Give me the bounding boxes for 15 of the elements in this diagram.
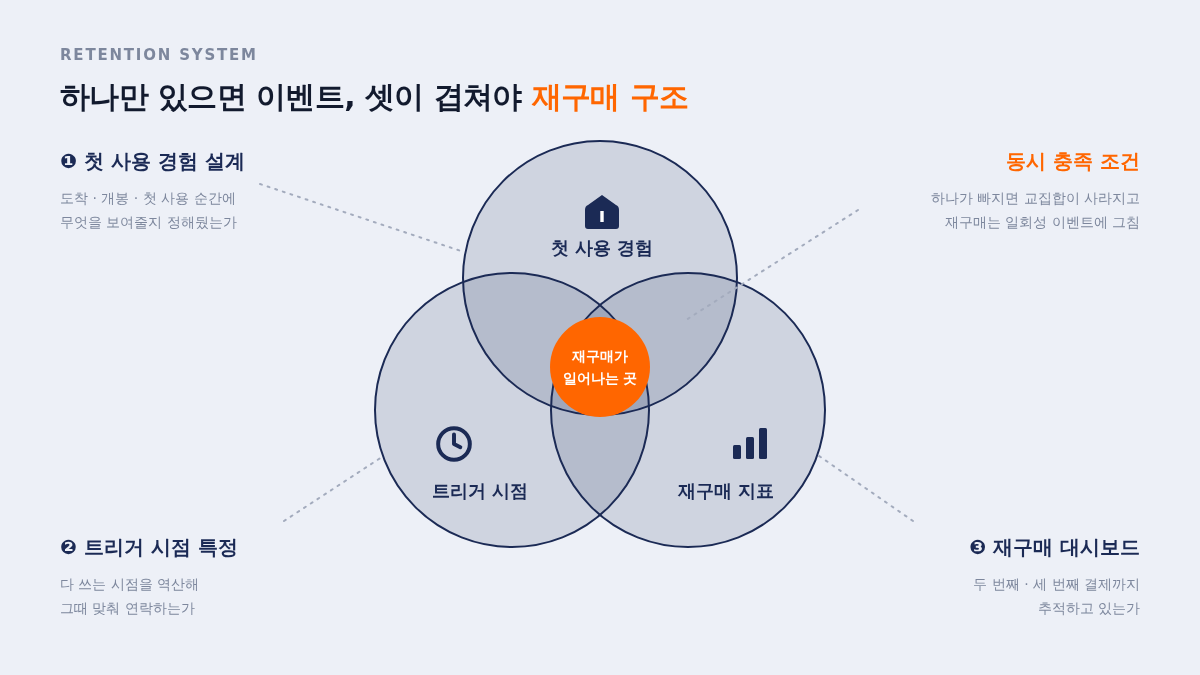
annotation-text: 다 쓰는 시점을 역산해 그때 맞춰 연락하는가 [60,575,201,618]
leader-line [817,454,914,522]
circle-label: 트리거 시점 [431,478,529,503]
annotation-text: 도착 · 개봉 · 첫 사용 순간에 무엇을 보여줄지 정해뒀는가 [60,189,238,232]
eyebrow-label: RETENTION SYSTEM [60,45,258,66]
circle-label: 첫 사용 경험 [550,235,654,260]
annotation-text: 두 번째 · 세 번째 결제까지 추적하고 있는가 [972,575,1140,618]
annotation-text: 하나가 빠지면 교집합이 사라지고 재구매는 일회성 이벤트에 그침 [929,189,1140,232]
annotation-heading: ❶ 첫 사용 경험 설계 [60,148,246,175]
annotation-heading: ❸ 재구매 대시보드 [968,534,1140,561]
title: 하나만 있으면 이벤트, 셋이 겹쳐야 재구매 구조 [60,78,689,116]
annotation-heading: 동시 충족 조건 [1005,148,1140,175]
circle-label: 재구매 지표 [677,478,775,503]
annotation-heading: ❷ 트리거 시점 특정 [60,534,239,561]
intersection-label: 재구매가 일어나는 곳 [561,347,639,388]
